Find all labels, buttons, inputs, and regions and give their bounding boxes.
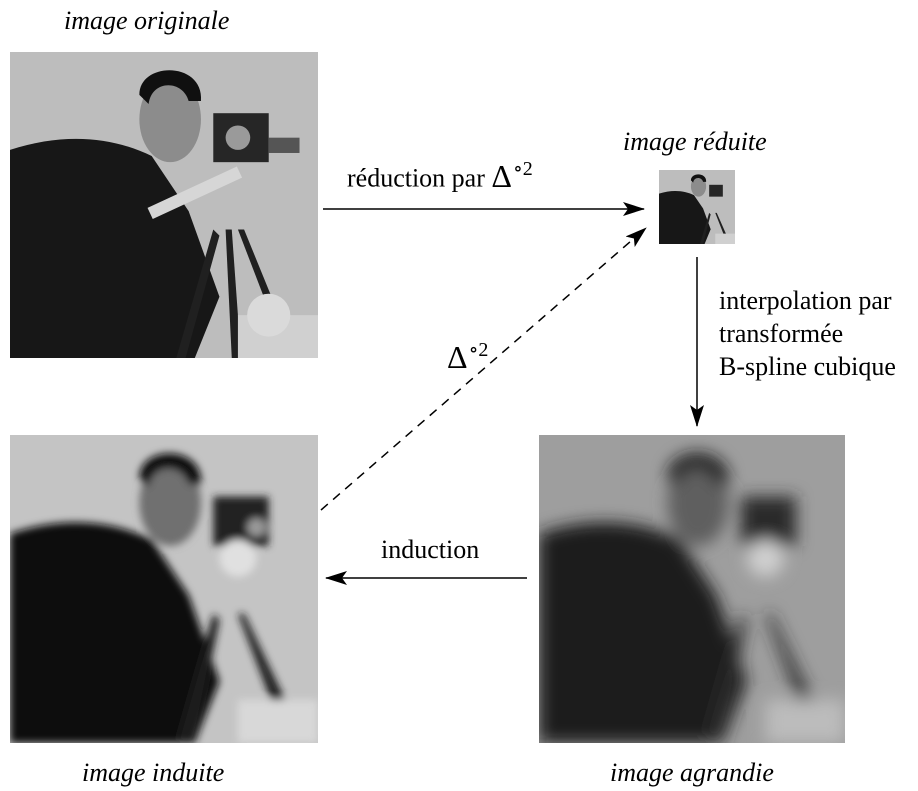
caption-induced-image: image induite [82,758,225,787]
reduction-label: réduction par Δ∘2 [347,156,533,195]
caption-original-image: image originale [64,6,230,35]
interpolation-label: interpolation par transformée B-spline c… [719,284,896,383]
caption-reduced-image: image réduite [623,127,767,156]
interpolation-line-3: B-spline cubique [719,352,896,381]
induction-label: induction [381,535,480,564]
dashed-arrow-label: Δ∘2 [447,337,488,376]
delta-symbol-dashed: Δ∘2 [447,338,489,375]
interpolation-line-2: transformée [719,319,844,348]
caption-enlarged-image: image agrandie [610,758,774,787]
induced-image [10,435,318,743]
delta-symbol: Δ∘2 [491,157,533,194]
reduction-text: réduction par [347,163,485,193]
enlarged-image [539,435,845,743]
delta-dashed-arrow [320,227,647,511]
reduced-image [659,170,735,244]
interpolation-line-1: interpolation par [719,286,892,315]
original-image [10,52,318,358]
